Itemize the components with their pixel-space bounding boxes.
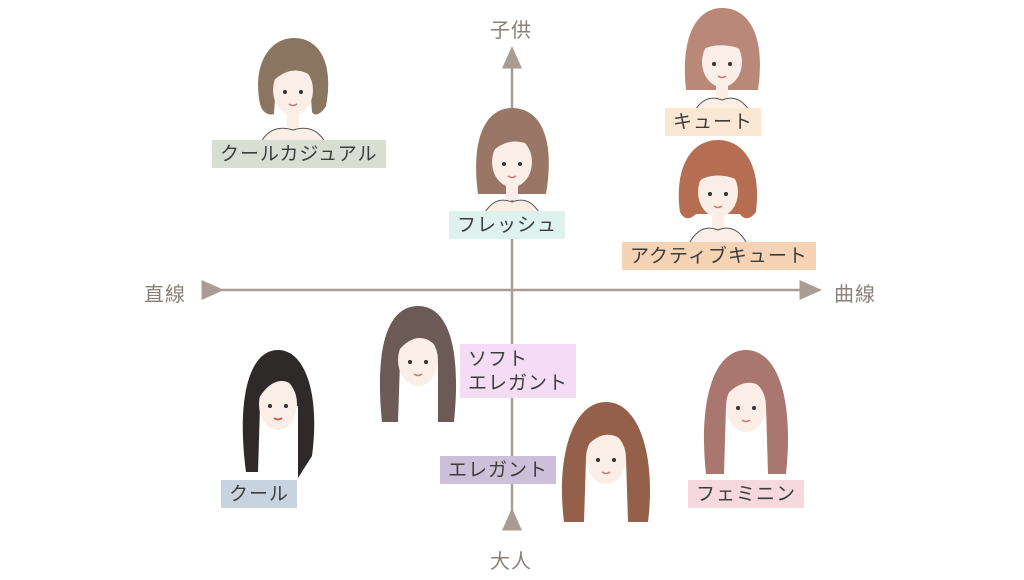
axis-left-label: 直線 <box>144 282 186 306</box>
face-cool-casual <box>258 38 329 144</box>
axis-right-label: 曲線 <box>834 282 876 306</box>
label-cool: クール <box>221 480 298 508</box>
face-elegant <box>561 402 651 522</box>
face-feminine <box>703 350 789 474</box>
label-feminine: フェミニン <box>688 480 805 508</box>
label-active-cute: アクティブキュート <box>622 242 816 270</box>
face-soft-elegant <box>379 306 457 422</box>
face-cool <box>242 350 315 478</box>
face-active-cute <box>678 140 758 242</box>
axis-bottom-label: 大人 <box>490 549 532 573</box>
face-cute <box>684 8 760 112</box>
label-cool-casual: クールカジュアル <box>212 140 386 168</box>
label-elegant: エレガント <box>440 456 557 484</box>
axis-top-label: 子供 <box>490 18 532 42</box>
label-fresh: フレッシュ <box>449 211 566 239</box>
face-fresh <box>476 108 549 214</box>
label-cute: キュート <box>665 108 762 136</box>
label-soft-elegant: ソフト エレガント <box>460 344 577 398</box>
